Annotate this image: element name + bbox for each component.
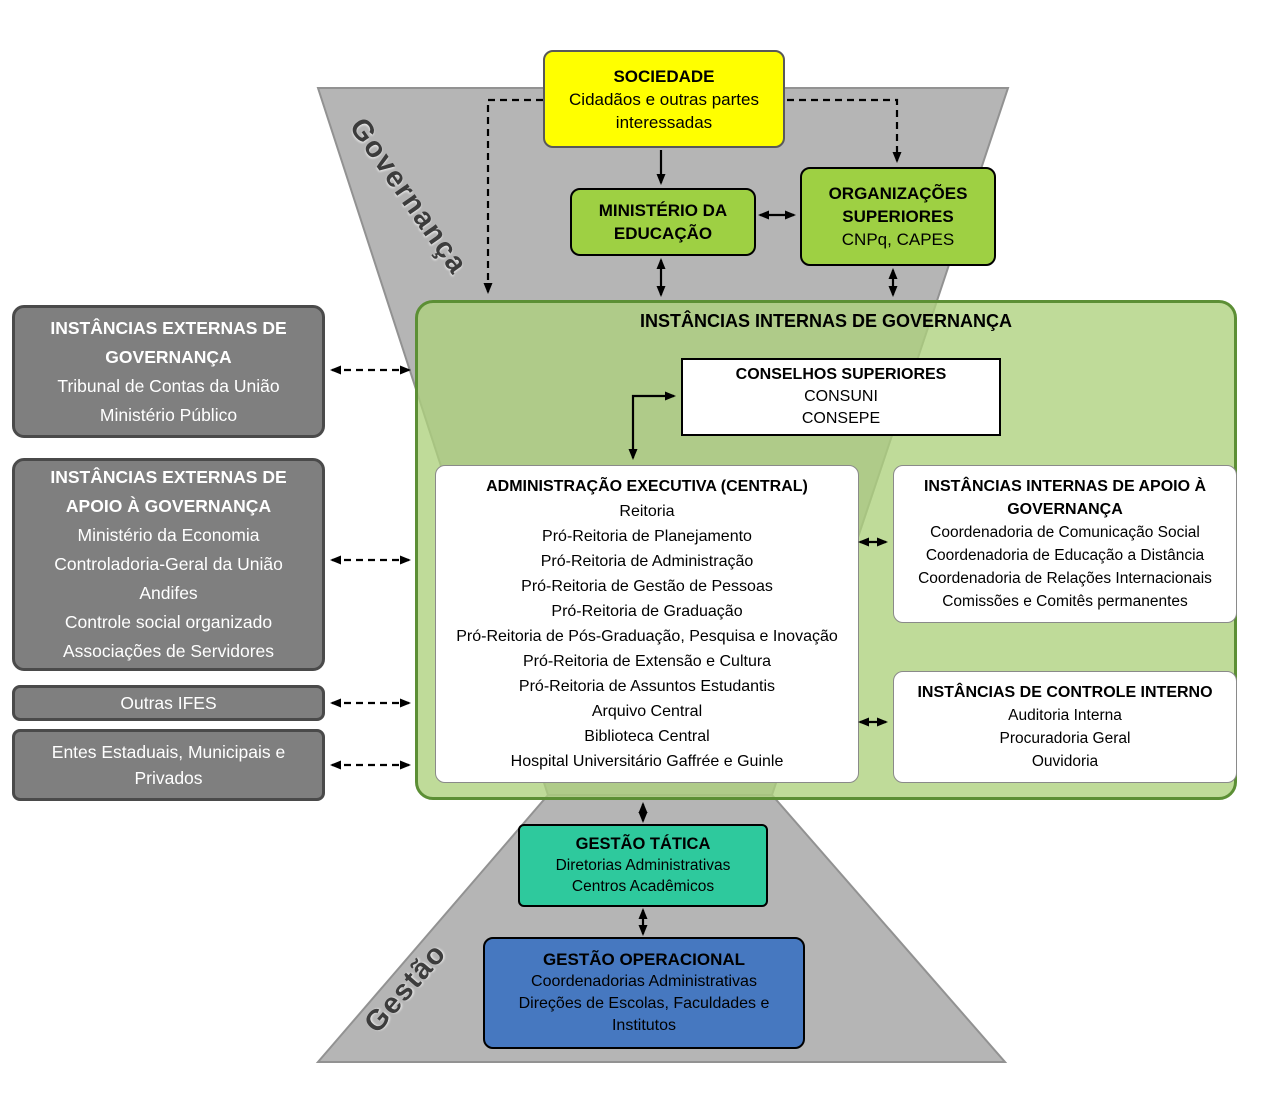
gestao-operacional-title: GESTÃO OPERACIONAL — [542, 950, 746, 969]
administracao-executiva-title: ADMINISTRAÇÃO EXECUTIVA (CENTRAL) — [486, 478, 808, 495]
list-item: Coordenadoria de Educação a Distância — [925, 547, 1205, 564]
sociedade-title: SOCIEDADE — [613, 66, 715, 86]
sociedade-box: SOCIEDADE Cidadãos e outras partes inter… — [543, 50, 785, 148]
sociedade-body: Cidadãos e outras partes interessadas — [569, 89, 759, 132]
list-item: Coordenadoria de Comunicação Social — [930, 524, 1200, 541]
list-item: Pró-Reitoria de Extensão e Cultura — [522, 653, 772, 670]
apoio-governanca-interno-box: INSTÂNCIAS INTERNAS DE APOIO À GOVERNANÇ… — [893, 465, 1237, 623]
list-item: Coordenadoria de Relações Internacionais — [918, 570, 1212, 587]
organizacoes-superiores-box: ORGANIZAÇÕES SUPERIORES CNPq, CAPES — [800, 167, 996, 266]
list-item: Associações de Servidores — [62, 641, 275, 661]
organizacoes-superiores-body: CNPq, CAPES — [841, 230, 955, 249]
list-item: CONSUNI — [804, 388, 878, 405]
externas-governanca-title: INSTÂNCIAS EXTERNAS DE GOVERNANÇA — [50, 317, 287, 367]
list-item: Procuradoria Geral — [999, 730, 1131, 747]
ministerio-educacao-title: MINISTÉRIO DA EDUCAÇÃO — [598, 201, 728, 243]
list-item: Controladoria-Geral da União — [54, 554, 283, 574]
instancias-internas-title: INSTÂNCIAS INTERNAS DE GOVERNANÇA — [639, 311, 1013, 331]
list-item: Direções de Escolas, Faculdades e Instit… — [518, 995, 770, 1034]
outras-ifes-box: Outras IFES — [12, 685, 325, 721]
list-item: Ouvidoria — [1031, 753, 1099, 770]
list-item: Andifes — [139, 583, 198, 603]
governanca-band-label: Governança — [342, 112, 474, 281]
list-item: Tribunal de Contas da União — [57, 375, 280, 396]
dashed-arrow-sociedade-container — [483, 98, 543, 294]
list-item: Comissões e Comitês permanentes — [942, 593, 1188, 610]
gestao-band-label: Gestão — [358, 937, 453, 1040]
gestao-operacional-box: GESTÃO OPERACIONAL Coordenadorias Admini… — [483, 937, 805, 1049]
list-item: Arquivo Central — [591, 703, 703, 720]
list-item: Biblioteca Central — [584, 728, 710, 745]
instancias-internas-container: INSTÂNCIAS INTERNAS DE GOVERNANÇA CONSEL… — [415, 300, 1237, 800]
list-item: Pró-Reitoria de Pós-Graduação, Pesquisa … — [456, 628, 838, 645]
outras-ifes-title: Outras IFES — [120, 693, 217, 713]
list-item: Ministério Público — [99, 404, 238, 425]
list-item: Pró-Reitoria de Graduação — [551, 603, 743, 620]
list-item: Pró-Reitoria de Planejamento — [542, 528, 752, 545]
list-item: Auditoria Interna — [1008, 707, 1122, 724]
ministerio-educacao-box: MINISTÉRIO DA EDUCAÇÃO — [570, 188, 756, 256]
list-item: Hospital Universitário Gaffrée e Guinle — [510, 753, 784, 770]
organizacoes-superiores-title: ORGANIZAÇÕES SUPERIORES — [828, 184, 968, 226]
externas-apoio-box: INSTÂNCIAS EXTERNAS DE APOIO À GOVERNANÇ… — [12, 458, 325, 671]
list-item: Diretorias Administrativas — [555, 857, 731, 874]
conselhos-superiores-title: CONSELHOS SUPERIORES — [735, 366, 947, 383]
list-item: Pró-Reitoria de Gestão de Pessoas — [521, 578, 773, 595]
list-item: Coordenadorias Administrativas — [531, 973, 757, 990]
gestao-tatica-title: GESTÃO TÁTICA — [575, 835, 711, 853]
list-item: Ministério da Economia — [77, 525, 260, 545]
controle-interno-title: INSTÂNCIAS DE CONTROLE INTERNO — [917, 684, 1213, 701]
list-item: Pró-Reitoria de Assuntos Estudantis — [518, 678, 776, 695]
dashed-arrow-sociedade-organizacoes — [787, 98, 902, 163]
externas-governanca-box: INSTÂNCIAS EXTERNAS DE GOVERNANÇA Tribun… — [12, 305, 325, 438]
controle-interno-box: INSTÂNCIAS DE CONTROLE INTERNO Auditoria… — [893, 671, 1237, 783]
list-item: CONSEPE — [801, 410, 881, 427]
entes-title: Entes Estaduais, Municipais e Privados — [51, 742, 286, 788]
list-item: Pró-Reitoria de Administração — [540, 553, 754, 570]
gestao-tatica-box: GESTÃO TÁTICA Diretorias Administrativas… — [518, 824, 768, 907]
list-item: Centros Acadêmicos — [571, 878, 715, 895]
conselhos-superiores-box: CONSELHOS SUPERIORES CONSUNI CONSEPE — [681, 358, 1001, 436]
apoio-governanca-interno-title: INSTÂNCIAS INTERNAS DE APOIO À GOVERNANÇ… — [923, 478, 1207, 518]
list-item: Controle social organizado — [64, 612, 273, 632]
administracao-executiva-box: ADMINISTRAÇÃO EXECUTIVA (CENTRAL) Reitor… — [435, 465, 859, 783]
list-item: Reitoria — [619, 503, 675, 520]
entes-box: Entes Estaduais, Municipais e Privados — [12, 729, 325, 801]
externas-apoio-title: INSTÂNCIAS EXTERNAS DE APOIO À GOVERNANÇ… — [50, 467, 287, 516]
